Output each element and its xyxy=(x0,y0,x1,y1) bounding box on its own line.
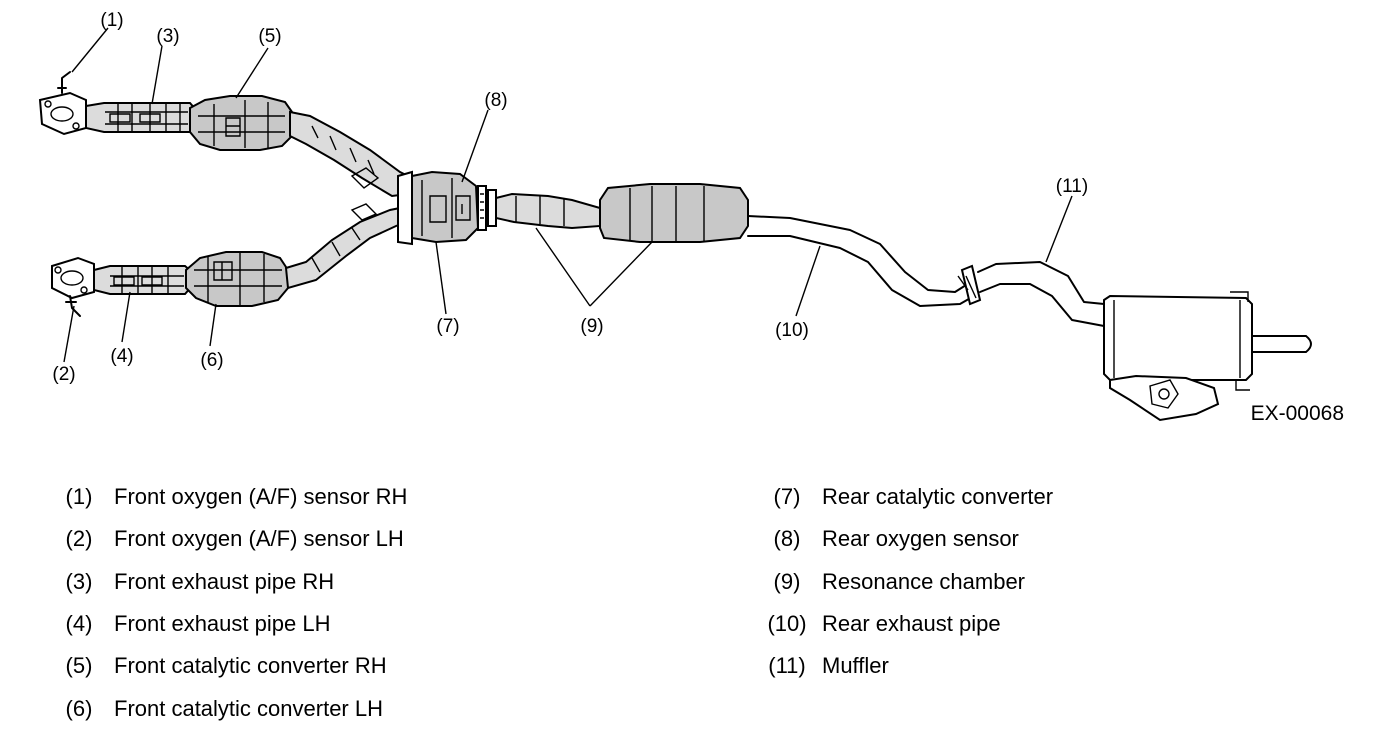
y-pipe-lower xyxy=(284,203,414,290)
legend-item: (9) Resonance chamber xyxy=(752,561,1053,603)
legend-number: (5) xyxy=(65,653,93,679)
callout-6: (6) xyxy=(200,350,223,371)
center-pipe xyxy=(495,192,601,230)
legend-label: Front oxygen (A/F) sensor LH xyxy=(114,526,404,552)
legend-number: (1) xyxy=(65,484,93,510)
callout-8: (8) xyxy=(484,90,507,111)
legend-label: Rear oxygen sensor xyxy=(822,526,1019,552)
legend-item: (11) Muffler xyxy=(752,645,1053,687)
legend-column-right: (7) Rear catalytic converter (8) Rear ox… xyxy=(752,476,1053,687)
callout-10: (10) xyxy=(775,320,809,341)
front-exhaust-pipe-lh xyxy=(51,256,193,300)
legend-label: Front exhaust pipe LH xyxy=(114,611,331,637)
callout-5: (5) xyxy=(258,26,281,47)
muffler-inlet-pipe xyxy=(977,261,1105,327)
legend-item: (6) Front catalytic converter LH xyxy=(44,687,407,729)
callout-1: (1) xyxy=(100,10,123,31)
legend-label: Resonance chamber xyxy=(822,568,1026,594)
legend-label: Rear catalytic converter xyxy=(822,484,1054,510)
legend-item: (3) Front exhaust pipe RH xyxy=(44,561,407,603)
legend-number: (8) xyxy=(773,526,801,552)
figure-reference-code: EX-00068 xyxy=(1250,402,1344,425)
resonance-chamber xyxy=(599,183,749,243)
legend-number: (10) xyxy=(767,611,807,637)
legend-number: (4) xyxy=(65,611,93,637)
callout-4: (4) xyxy=(110,346,133,367)
front-catalytic-converter-rh xyxy=(189,95,293,151)
front-oxygen-sensor-lh xyxy=(65,295,81,317)
legend-item: (2) Front oxygen (A/F) sensor LH xyxy=(44,518,407,560)
front-catalytic-converter-lh xyxy=(185,251,289,307)
legend-number: (7) xyxy=(773,484,801,510)
callout-2: (2) xyxy=(52,364,75,385)
callout-3: (3) xyxy=(156,26,179,47)
front-oxygen-sensor-rh xyxy=(57,71,71,94)
rear-exhaust-pipe xyxy=(747,215,982,307)
legend-item: (4) Front exhaust pipe LH xyxy=(44,603,407,645)
rear-oxygen-sensor xyxy=(477,185,497,231)
legend-item: (10) Rear exhaust pipe xyxy=(752,603,1053,645)
rear-catalytic-converter xyxy=(397,170,480,246)
legend-label: Rear exhaust pipe xyxy=(822,611,1001,637)
parts-legend: (1) Front oxygen (A/F) sensor RH (2) Fro… xyxy=(0,476,1376,726)
legend-number: (9) xyxy=(773,568,801,594)
callout-11: (11) xyxy=(1056,176,1088,197)
legend-item: (8) Rear oxygen sensor xyxy=(752,518,1053,560)
legend-label: Front catalytic converter RH xyxy=(114,653,387,679)
legend-number: (2) xyxy=(65,526,93,552)
legend-label: Front catalytic converter LH xyxy=(114,695,383,721)
legend-item: (7) Rear catalytic converter xyxy=(752,476,1054,518)
front-exhaust-pipe-rh xyxy=(38,91,197,136)
legend-number: (11) xyxy=(768,653,806,679)
exhaust-system-diagram: (1) (2) (3) (4) (5) (6) (7) (8) (9) (10)… xyxy=(38,10,1312,422)
leader-lines xyxy=(63,27,1073,363)
legend-item: (5) Front catalytic converter RH xyxy=(44,645,407,687)
legend-label: Front oxygen (A/F) sensor RH xyxy=(114,484,408,510)
callout-9: (9) xyxy=(580,316,603,337)
legend-label: Muffler xyxy=(822,653,889,679)
legend-column-left: (1) Front oxygen (A/F) sensor RH (2) Fro… xyxy=(44,476,408,730)
y-pipe-upper xyxy=(289,110,414,198)
legend-label: Front exhaust pipe RH xyxy=(114,568,335,594)
callout-7: (7) xyxy=(436,316,459,337)
legend-item: (1) Front oxygen (A/F) sensor RH xyxy=(44,476,408,518)
legend-number: (3) xyxy=(65,568,93,594)
muffler xyxy=(1103,291,1312,422)
legend-number: (6) xyxy=(65,695,93,721)
